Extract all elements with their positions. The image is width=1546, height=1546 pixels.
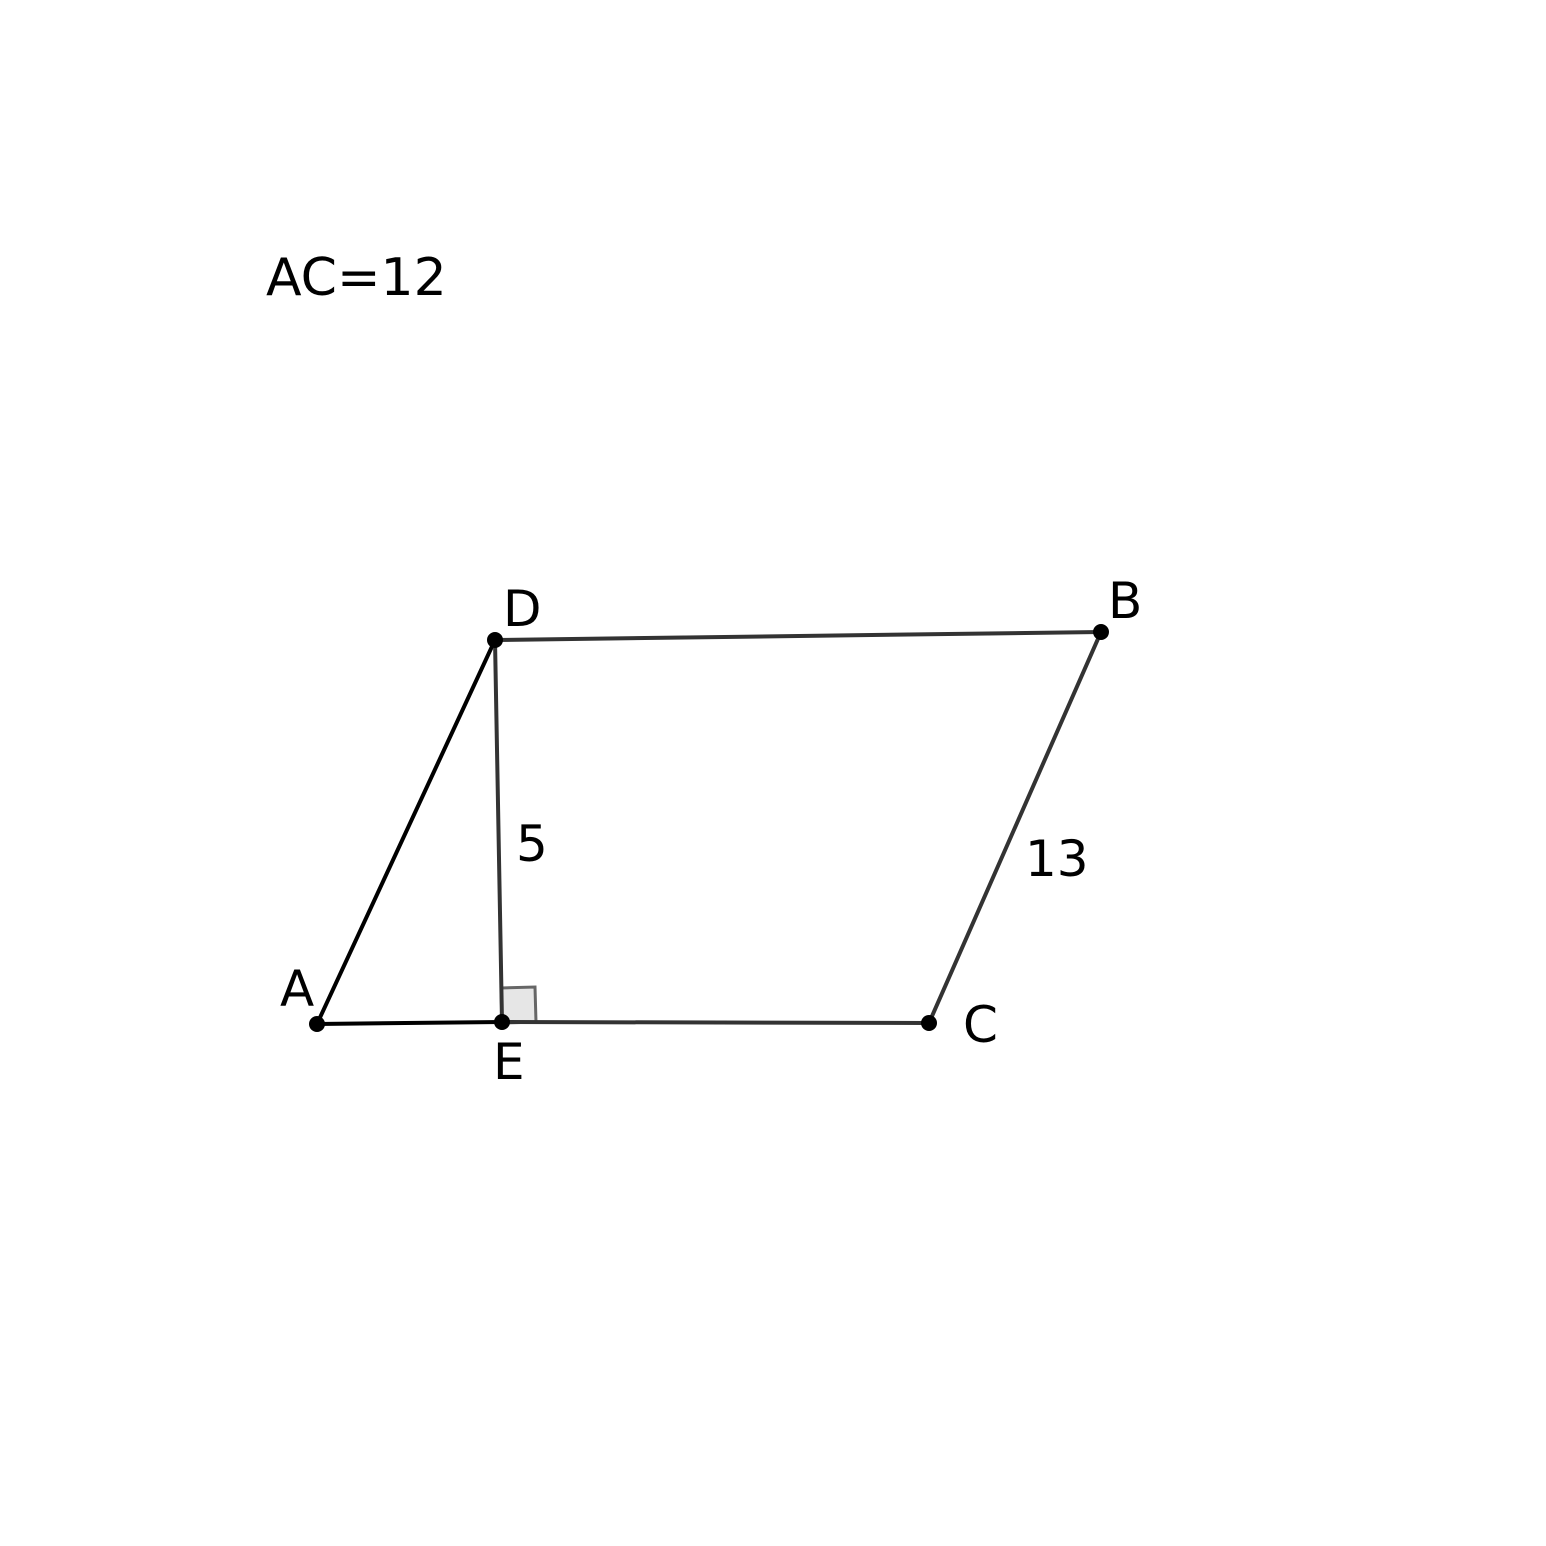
label-C: C: [963, 996, 998, 1054]
point-D: [487, 632, 503, 648]
point-A: [309, 1016, 325, 1032]
point-B: [1093, 624, 1109, 640]
label-A: A: [280, 960, 314, 1018]
label-B: B: [1108, 572, 1142, 630]
segment-AE: [315, 1020, 504, 1026]
segment-BC: [927, 630, 1103, 1025]
segment-DB: [493, 630, 1103, 642]
point-C: [921, 1015, 937, 1031]
segment-EC: [500, 1020, 931, 1025]
point-E: [494, 1014, 510, 1030]
measure-DE: 5: [516, 815, 548, 873]
measure-BC: 13: [1025, 830, 1089, 888]
segment-DE: [493, 638, 504, 1024]
label-E: E: [493, 1033, 525, 1091]
label-D: D: [503, 580, 542, 638]
given-condition: AC=12: [266, 248, 447, 308]
segment-AD: [315, 638, 497, 1026]
